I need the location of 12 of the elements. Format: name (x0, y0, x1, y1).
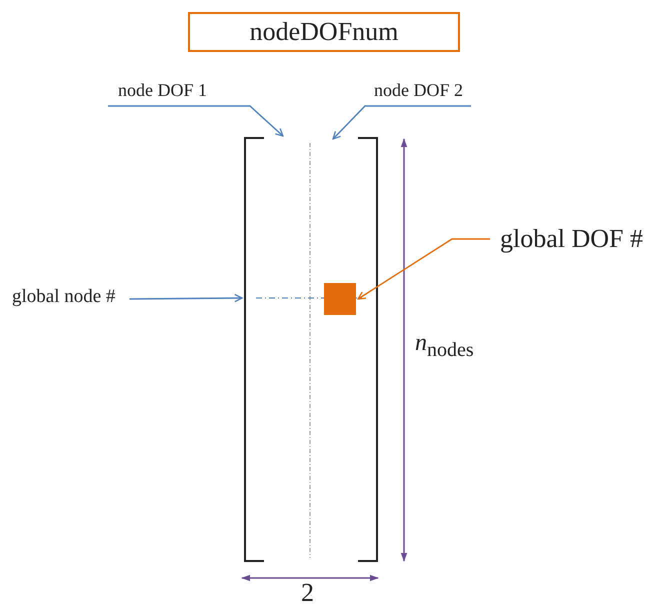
filled-square (324, 283, 356, 315)
callout-label: global node # (12, 286, 116, 308)
title-box: nodeDOFnum (188, 12, 460, 52)
dimension-label: 2 (301, 578, 314, 608)
leader-line (129, 294, 243, 302)
leader-line (357, 238, 490, 300)
callout-label: global DOF # (500, 224, 643, 254)
callout-label: node DOF 2 (374, 80, 463, 101)
leader-line (108, 105, 284, 137)
callout-label: node DOF 1 (118, 80, 207, 101)
leader-line (332, 105, 471, 140)
dimension-label: n$_{nodes}$ (415, 330, 474, 362)
